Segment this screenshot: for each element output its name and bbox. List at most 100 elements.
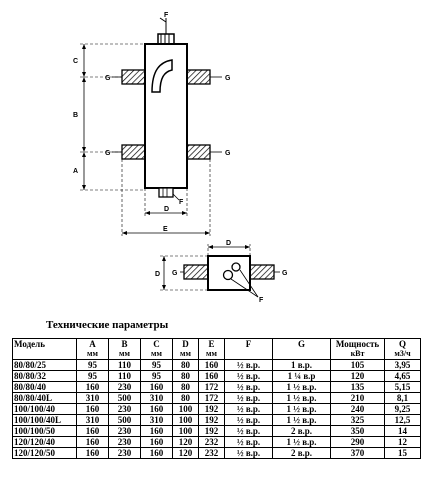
plan-port-2 xyxy=(231,262,241,272)
table-cell: 80 xyxy=(172,359,199,371)
column-header-unit: мм xyxy=(180,349,191,358)
hydraulic-separator-drawing: F C B A G G G G F D E D D G G F xyxy=(73,12,288,304)
column-header-unit: мм xyxy=(151,349,162,358)
plan-view xyxy=(160,244,280,298)
lower-right-nozzle xyxy=(186,144,211,160)
table-cell: 370 xyxy=(330,447,385,459)
table-cell: 310 xyxy=(76,414,109,426)
table-cell: 1 ¼ в.р xyxy=(272,370,331,382)
table-cell: 1 в.р. xyxy=(272,359,331,371)
table-cell: 100/100/40 xyxy=(12,403,77,415)
plan-left-nozzle xyxy=(183,264,209,280)
table-cell: 9,25 xyxy=(384,403,421,415)
table-cell: 2 в.р. xyxy=(272,447,331,459)
table-cell: 1 ½ в.р. xyxy=(272,414,331,426)
table-cell: 100/100/40L xyxy=(12,414,77,426)
dim-label-f-top: F xyxy=(164,12,169,19)
table-cell: 160 xyxy=(140,403,173,415)
table-cell: 230 xyxy=(108,403,141,415)
table-cell: 1 ½ в.р. xyxy=(272,436,331,448)
table-cell: 210 xyxy=(330,392,385,404)
column-header-name: B xyxy=(121,339,128,350)
table-cell: 192 xyxy=(198,414,225,426)
front-view xyxy=(80,17,222,236)
table-cell: 5,15 xyxy=(384,381,421,393)
table-cell: 1 ½ в.р. xyxy=(272,381,331,393)
column-header: F xyxy=(224,338,273,360)
table-cell: 160 xyxy=(76,447,109,459)
table-cell: 95 xyxy=(76,359,109,371)
column-header-name: Мощность xyxy=(335,339,380,350)
table-cell: 3,95 xyxy=(384,359,421,371)
column-header-name: F xyxy=(245,339,252,350)
table-cell: 160 xyxy=(198,370,225,382)
table-cell: 120 xyxy=(172,447,199,459)
column-header-name: C xyxy=(153,339,160,350)
plan-label-f: F xyxy=(259,297,264,304)
table-cell: 230 xyxy=(108,381,141,393)
table-cell: 12 xyxy=(384,436,421,448)
table-cell: 80 xyxy=(172,381,199,393)
upper-left-nozzle xyxy=(121,69,146,85)
table-cell: 172 xyxy=(198,381,225,393)
column-header-name: Q xyxy=(398,339,406,350)
table-cell: 350 xyxy=(330,425,385,437)
dim-label-g-lower-right: G xyxy=(225,150,231,157)
top-vent-fitting xyxy=(157,33,175,45)
table-cell: 80 xyxy=(172,370,199,382)
table-cell: ½ в.р. xyxy=(224,436,273,448)
column-header-unit: мм xyxy=(87,349,98,358)
table-cell: 80/80/40 xyxy=(12,381,77,393)
table-cell: 120 xyxy=(172,436,199,448)
plan-label-g-right: G xyxy=(282,270,288,277)
table-cell: 2 в.р. xyxy=(272,425,331,437)
table-cell: 230 xyxy=(108,436,141,448)
table-cell: 100/100/50 xyxy=(12,425,77,437)
table-cell: 80/80/25 xyxy=(12,359,77,371)
table-cell: 310 xyxy=(140,414,173,426)
table-cell: 15 xyxy=(384,447,421,459)
table-cell: 1 ½ в.р. xyxy=(272,392,331,404)
table-cell: ½ в.р. xyxy=(224,370,273,382)
table-cell: 95 xyxy=(140,370,173,382)
table-cell: 12,5 xyxy=(384,414,421,426)
table-cell: 160 xyxy=(140,447,173,459)
table-cell: 192 xyxy=(198,403,225,415)
dim-label-g-upper-right: G xyxy=(225,75,231,82)
table-cell: ½ в.р. xyxy=(224,381,273,393)
inlet-bend xyxy=(151,59,173,93)
table-cell: 95 xyxy=(76,370,109,382)
table-cell: ½ в.р. xyxy=(224,447,273,459)
table-cell: 230 xyxy=(108,425,141,437)
table-cell: 310 xyxy=(140,392,173,404)
column-header-unit: м3/ч xyxy=(394,349,411,358)
table-cell: 110 xyxy=(108,370,141,382)
table-cell: 100 xyxy=(172,414,199,426)
column-header-unit: кВт xyxy=(350,349,365,358)
table-cell: 325 xyxy=(330,414,385,426)
dim-label-g-upper-left: G xyxy=(105,75,111,82)
table-cell: 80/80/32 xyxy=(12,370,77,382)
table-cell: 172 xyxy=(198,392,225,404)
table-cell: 1 ½ в.р. xyxy=(272,403,331,415)
table-cell: 4,65 xyxy=(384,370,421,382)
dim-label-b: B xyxy=(73,112,78,119)
table-cell: ½ в.р. xyxy=(224,359,273,371)
parameters-title: Технические параметры xyxy=(46,319,169,331)
table-cell: ½ в.р. xyxy=(224,403,273,415)
table-cell: 310 xyxy=(76,392,109,404)
